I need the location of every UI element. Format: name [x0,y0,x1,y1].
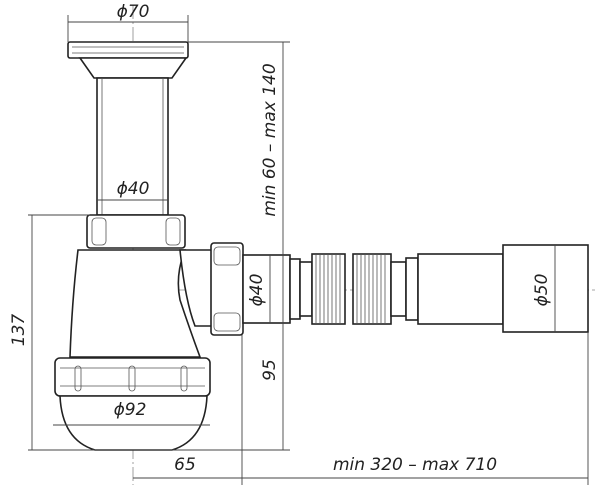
end-sleeve [502,244,589,333]
dimension-lines [28,15,589,485]
hose-coupling [390,261,407,317]
outlet-nut [210,242,244,336]
dim-riser-diameter: ϕ40 [117,179,150,199]
outlet-elbow [179,249,213,327]
dim-end-diameter: ϕ50 [532,274,552,307]
dim-bowl-diameter: ϕ92 [114,400,147,420]
outlet-collar [289,258,301,320]
dim-outlet-height: 95 [260,359,280,381]
dim-length-range: min 320 – max 710 [333,455,497,475]
dim-height-range: min 60 – max 140 [260,63,280,216]
hose-collar [405,257,419,321]
extension-pipe [417,253,504,325]
top-nut [86,214,186,249]
strainer-flange [67,41,189,79]
dim-outlet-diameter: ϕ40 [247,274,267,307]
coupling [299,261,313,317]
siphon-body [69,249,202,358]
dim-strainer-diameter: ϕ70 [117,2,150,22]
dim-total-height: 137 [9,314,29,347]
dim-offset: 65 [174,455,196,475]
riser-tube [96,77,169,216]
outlet-pipe [242,254,291,324]
bowl-ring [54,357,211,397]
corrugated-hose [311,253,392,325]
